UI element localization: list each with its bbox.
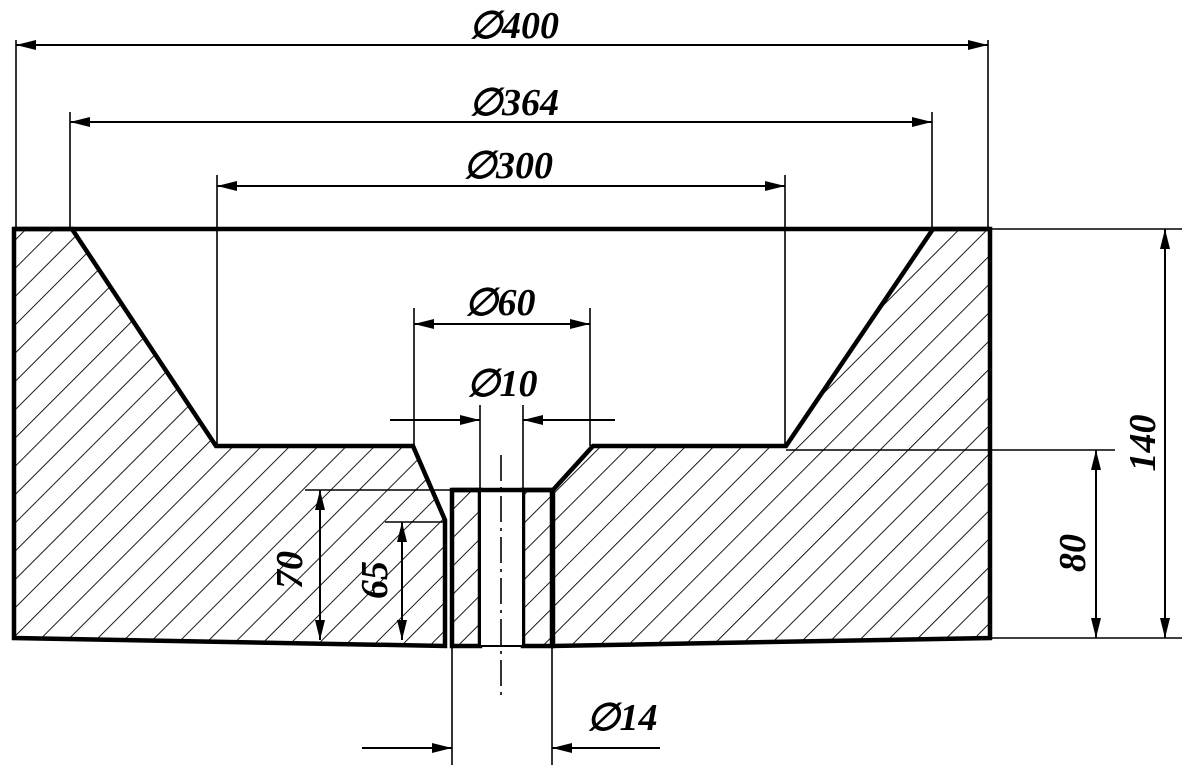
wheel-section-left <box>11 226 448 649</box>
dim-label-d364: ∅364 <box>469 82 559 124</box>
wheel-section-right <box>550 226 993 649</box>
bushing-right <box>520 487 555 649</box>
dim-label-d400: ∅400 <box>469 5 559 47</box>
dim-label-h70: 70 <box>269 551 311 589</box>
dim-label-d14: ∅14 <box>586 697 657 739</box>
dim-label-h80: 80 <box>1052 534 1094 572</box>
dim-label-d300: ∅300 <box>463 145 553 187</box>
dim-label-h140: 140 <box>1122 415 1164 472</box>
dim-label-d10: ∅10 <box>466 363 537 405</box>
dim-label-d60: ∅60 <box>464 282 535 324</box>
dim-label-h65: 65 <box>354 561 396 599</box>
bushing-left <box>449 487 483 649</box>
